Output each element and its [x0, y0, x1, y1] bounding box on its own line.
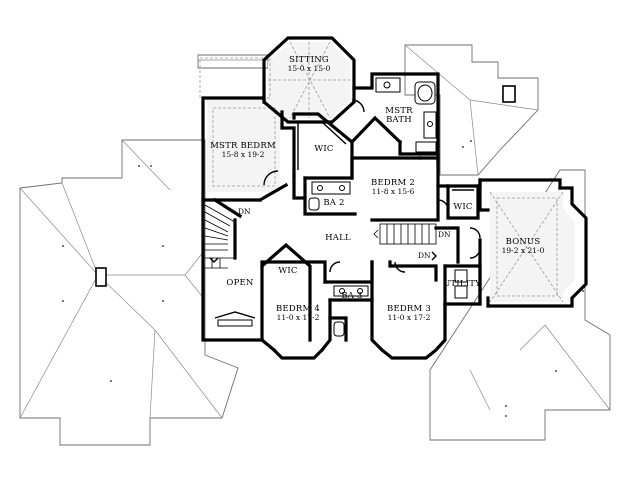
doors: [263, 99, 481, 273]
wic-master-label: WIC: [314, 144, 333, 154]
sitting-dims: 15-0 x 15-0: [288, 64, 331, 73]
dn-left-label: DN: [238, 207, 251, 216]
bedrm2-label: BEDRM 2: [371, 178, 415, 188]
sitting-walls: [262, 36, 356, 124]
ba3-label: BA 3: [341, 291, 362, 301]
roof-vent-left: [95, 267, 107, 287]
labels: SITTING 15-0 x 15-0 MSTR BEDRM 15-8 x 19…: [210, 55, 544, 322]
dn-right-label: DN: [438, 230, 451, 239]
bedrm4-dims: 11-0 x 17-2: [277, 313, 320, 322]
ceiling-lines: [199, 41, 564, 303]
roof-left: [19, 139, 239, 446]
arrow-markers: [209, 251, 437, 263]
bedrm3-dims: 11-0 x 17-2: [388, 313, 431, 322]
bonus-fill: [490, 192, 575, 302]
wic2-label: WIC: [453, 202, 472, 212]
bonus-dims: 19-2 x 21-0: [502, 246, 545, 255]
stairs: [204, 204, 437, 269]
dn-lower-label: DN: [418, 251, 431, 260]
mstr-bedrm-label: MSTR BEDRM: [210, 141, 276, 151]
utility-label: UTILITY: [443, 279, 481, 289]
hall-label: HALL: [325, 233, 351, 243]
room-fills: [207, 42, 575, 302]
wic4-label: WIC: [278, 266, 297, 276]
bedrm2-dims: 11-8 x 15-6: [372, 187, 415, 196]
open-label: OPEN: [226, 278, 253, 288]
bonus-label: BONUS: [506, 237, 541, 247]
mstr-bedrm-fill: [207, 100, 280, 192]
mstr-bedrm-dims: 15-8 x 19-2: [222, 150, 265, 159]
fixtures: [214, 77, 474, 337]
ba2-label: BA 2: [323, 198, 344, 208]
bedrm3-label: BEDRM 3: [387, 304, 431, 314]
bedrm4-label: BEDRM 4: [276, 304, 320, 314]
roof-top-left: [197, 54, 269, 69]
walls: [201, 36, 588, 360]
roof-vent-right: [502, 85, 516, 103]
mstr-bath-label: MSTR: [385, 106, 413, 116]
mstr-bath-label-2: BATH: [386, 115, 412, 125]
roof-left-ridges: [19, 187, 99, 419]
sitting-label: SITTING: [289, 55, 329, 65]
